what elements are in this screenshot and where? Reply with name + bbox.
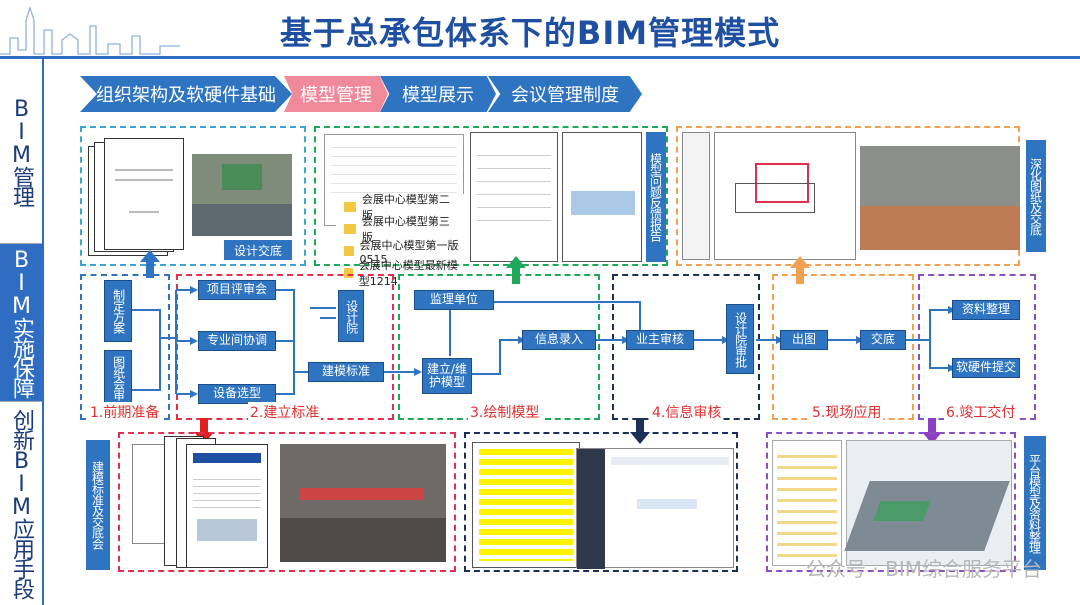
step-org-structure[interactable]: 组织架构及软硬件基础 [80,76,292,112]
standard-briefing-label: 建模标准及交底会 [86,440,110,570]
node-handover[interactable]: 交底 [860,330,906,350]
review-sheet [472,442,580,568]
file-tree [772,440,842,566]
model-folder-item[interactable]: 会展中心模型第一版0515 [344,239,460,266]
title-divider [0,56,1080,59]
standard-document [186,444,268,568]
step-meeting-system[interactable]: 会议管理制度 [488,76,642,112]
node-owner-review[interactable]: 业主审核 [626,330,694,350]
panel-platform-model [766,432,1016,572]
folder-icon [344,202,356,212]
node-hw-submit[interactable]: 软硬件提交 [952,358,1020,378]
node-equipment[interactable]: 设备选型 [198,384,276,404]
panel-model-files: 会展中心模型第二版 会展中心模型第三版 会展中心模型第一版0515 会展中心模型… [314,126,668,288]
feedback-form-doc [470,132,558,262]
design-review-caption: 设计交底 [224,240,292,260]
feedback-report-label: 模型问题反馈报告 [646,132,666,262]
meeting-photo [192,154,292,236]
node-data-org[interactable]: 资料整理 [952,300,1020,320]
stage-label-site: 5.现场应用 [810,402,884,422]
platform-screenshot [576,448,734,569]
model-folder-list: 会展中心模型第二版 会展中心模型第三版 会展中心模型第一版0515 会展中心模型… [336,193,468,288]
platform-3d-model [844,440,1012,566]
node-project-review[interactable]: 项目评审会 [198,280,276,300]
node-info-entry[interactable]: 信息录入 [522,330,596,350]
sidebar: BIM管理 BIM实施保障 创新BIM应用手段 [0,59,42,605]
node-modeling-standard[interactable]: 建模标准 [308,362,384,382]
panel-design-review: 设计交底 [80,126,306,266]
stage-label-review: 4.信息审核 [650,402,724,422]
node-design-institute[interactable]: 设计院 [338,290,364,342]
page-title: 基于总承包体系下的BIM管理模式 [279,14,781,52]
panel-deepening [676,126,1020,266]
node-design-approve[interactable]: 设计院审批 [726,304,754,374]
sidebar-item-label: BIM实施保障 [9,248,34,397]
node-drawing-review[interactable]: 图纸会审 [104,350,132,406]
panel-info-review [464,432,738,572]
stage-label-delivery: 6.竣工交付 [944,402,1018,422]
onsite-briefing-photo [860,146,1020,250]
stage-label-standard: 2.建立标准 [248,402,322,422]
drawing-thumbnails [682,132,710,260]
sidebar-item-bim-management[interactable]: BIM管理 [0,59,42,244]
sidebar-item-label: BIM管理 [9,96,34,206]
node-supervisor[interactable]: 监理单位 [414,290,494,310]
document-page [104,138,184,250]
arrow-up-icon [790,256,810,284]
arrow-up-icon [506,256,526,284]
deepen-drawing-label: 深化图纸及交底 [1026,140,1046,252]
platform-model-label: 平台模型及资料整理 [1024,436,1046,570]
model-folder-item[interactable]: 会展中心模型第三版 [344,215,460,244]
folder-icon [344,246,354,256]
folder-icon [344,224,356,234]
sidebar-item-label: 创新BIM应用手段 [9,409,34,598]
sidebar-item-bim-implementation[interactable]: BIM实施保障 [0,244,42,402]
arrow-down-icon [922,418,942,444]
folder-icon [344,268,353,278]
step-model-management[interactable]: 模型管理 [284,76,388,112]
watermark: 公众号 · BIM综合服务平台 [806,557,1042,581]
city-skyline-icon [0,5,180,55]
arrow-down-icon [630,418,650,444]
node-coordination[interactable]: 专业间协调 [198,331,276,351]
deepened-drawing [714,132,856,260]
arrow-up-icon [140,250,160,278]
step-model-display[interactable]: 模型展示 [380,76,496,112]
sidebar-border [42,59,44,605]
report-cover-doc [562,132,642,262]
stage-label-modeling: 3.绘制模型 [468,402,542,422]
stage-label-prep: 1.前期准备 [88,402,162,422]
model-folder-item[interactable]: 会展中心模型第二版 [344,193,460,222]
model-folder-item[interactable]: 会展中心模型最新模型1214 [344,259,460,288]
node-output-drawing[interactable]: 出图 [780,330,828,350]
panel-standard-briefing [118,432,456,572]
sidebar-item-bim-innovation[interactable]: 创新BIM应用手段 [0,402,42,605]
node-plan[interactable]: 制定方案 [104,280,132,342]
briefing-meeting-photo [280,444,446,562]
node-build-model[interactable]: 建立/维护模型 [422,358,472,394]
